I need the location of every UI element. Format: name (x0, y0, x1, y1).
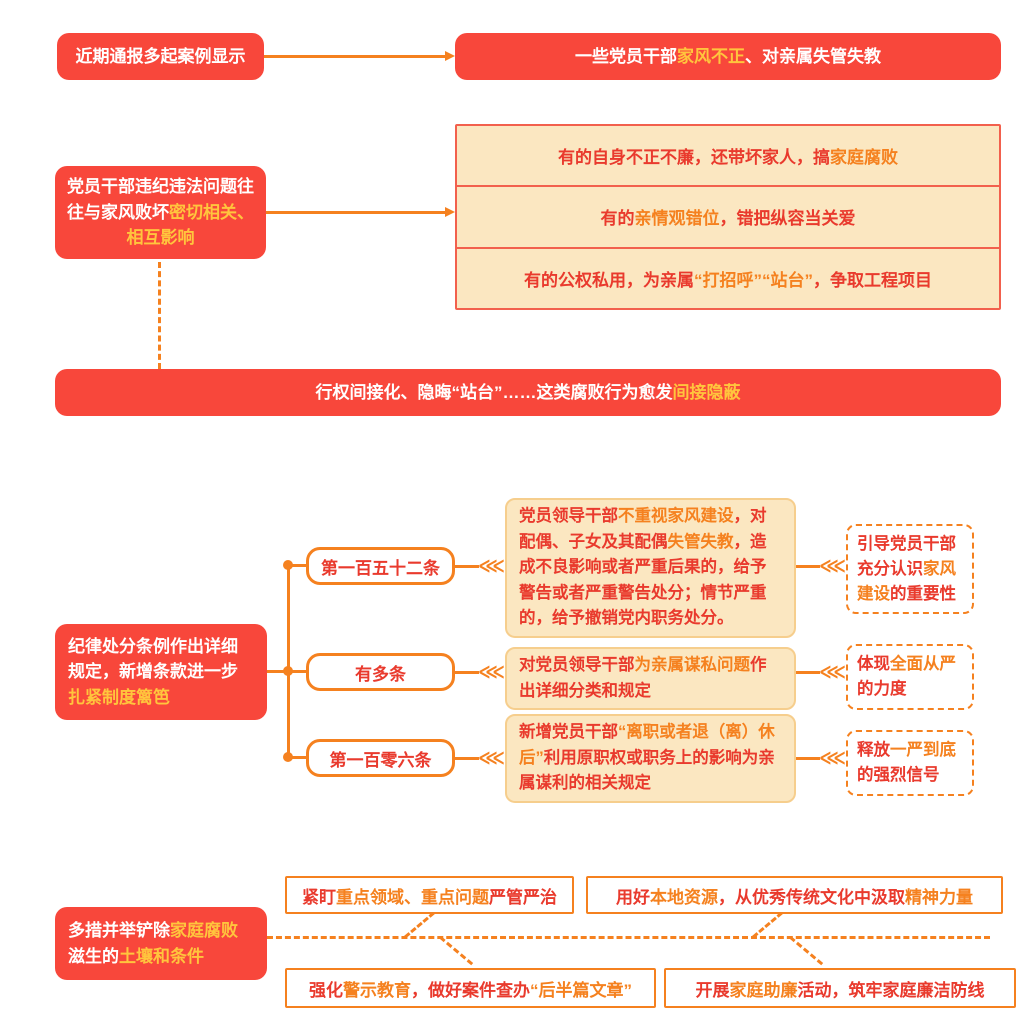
multiple-articles-label: 有多条 (306, 653, 455, 691)
dashed-connector-horizontal (267, 936, 990, 939)
article-152-label: 第一百五十二条 (306, 547, 455, 585)
dashed-branch (439, 936, 474, 966)
behavior-item: 有的自身不正不廉，还带坏家人，搞家庭腐败 (558, 148, 898, 168)
chevron-connector: ⋘ (455, 662, 505, 682)
dashed-connector-vertical (158, 262, 161, 369)
note-strong-signal: 释放一严到底的强烈信号 (846, 730, 974, 796)
multiple-articles-body: 对党员领导干部为亲属谋私问题作出详细分类和规定 (505, 647, 796, 711)
measure-family-integrity: 开展家庭助廉活动，筑牢家庭廉洁防线 (664, 968, 1016, 1008)
hidden-corruption-banner: 行权间接化、隐晦“站台”……这类腐败行为愈发间接隐蔽 (55, 369, 1001, 416)
junction-dot-icon (283, 560, 293, 570)
conclusion-box: 一些党员干部家风不正、对亲属失管失教 (455, 33, 1001, 80)
junction-dot-icon (283, 752, 293, 762)
triple-chevron-icon: ⋘ (477, 555, 505, 577)
dashed-branch (752, 911, 784, 939)
article-152-body: 党员领导干部不重视家风建设，对配偶、子女及其配偶失管失教，造成不良影响或者严重后… (505, 498, 796, 638)
bracket-line (289, 670, 307, 673)
behavior-item: 有的公权私用，为亲属“打招呼”“站台”，争取工程项目 (457, 246, 999, 308)
chevron-connector: ⋘ (796, 662, 846, 682)
note-strictness: 体现全面从严的力度 (846, 644, 974, 710)
article-106-body: 新增党员干部“离职或者退（离）休后”利用原职权或职务上的影响为亲属谋利的相关规定 (505, 714, 796, 803)
chevron-connector: ⋘ (796, 556, 846, 576)
measure-local-culture: 用好本地资源，从优秀传统文化中汲取精神力量 (586, 876, 1003, 914)
triple-chevron-icon: ⋘ (818, 747, 846, 769)
regulation-summary-box: 纪律处分条例作出详细规定，新增条款进一步扎紧制度篱笆 (55, 624, 267, 720)
note-family-values: 引导党员干部充分认识家风建设的重要性 (846, 524, 974, 615)
triple-chevron-icon: ⋘ (818, 555, 846, 577)
article-106-label: 第一百零六条 (306, 739, 455, 777)
bracket-line (267, 670, 289, 673)
bracket-line (289, 756, 307, 759)
triple-chevron-icon: ⋘ (477, 747, 505, 769)
arrow-line (266, 211, 446, 214)
dashed-branch (404, 911, 436, 939)
dashed-branch (789, 936, 824, 966)
measures-box: 多措并举铲除家庭腐败滋生的土壤和条件 (55, 907, 267, 980)
bracket-line (287, 565, 290, 758)
chevron-connector: ⋘ (455, 556, 505, 576)
junction-dot-icon (283, 666, 293, 676)
triple-chevron-icon: ⋘ (477, 661, 505, 683)
triple-chevron-icon: ⋘ (818, 661, 846, 683)
behavior-item: 有的亲情观错位，错把纵容当关爱 (457, 185, 999, 246)
measure-warning-education: 强化警示教育，做好案件查办“后半篇文章” (285, 968, 656, 1008)
chevron-connector: ⋘ (455, 748, 505, 768)
arrow-right-icon (445, 207, 455, 217)
behavior-list: 有的自身不正不廉，还带坏家人，搞家庭腐败 有的亲情观错位，错把纵容当关爱 有的公… (455, 124, 1001, 310)
case-report-box: 近期通报多起案例显示 (57, 33, 264, 80)
arrow-line (264, 55, 446, 58)
bracket-line (289, 564, 307, 567)
chevron-connector: ⋘ (796, 748, 846, 768)
measure-key-areas: 紧盯重点领域、重点问题严管严治 (285, 876, 574, 914)
arrow-right-icon (445, 51, 455, 61)
problem-relation-box: 党员干部违纪违法问题往往与家风败坏密切相关、相互影响 (55, 166, 266, 259)
